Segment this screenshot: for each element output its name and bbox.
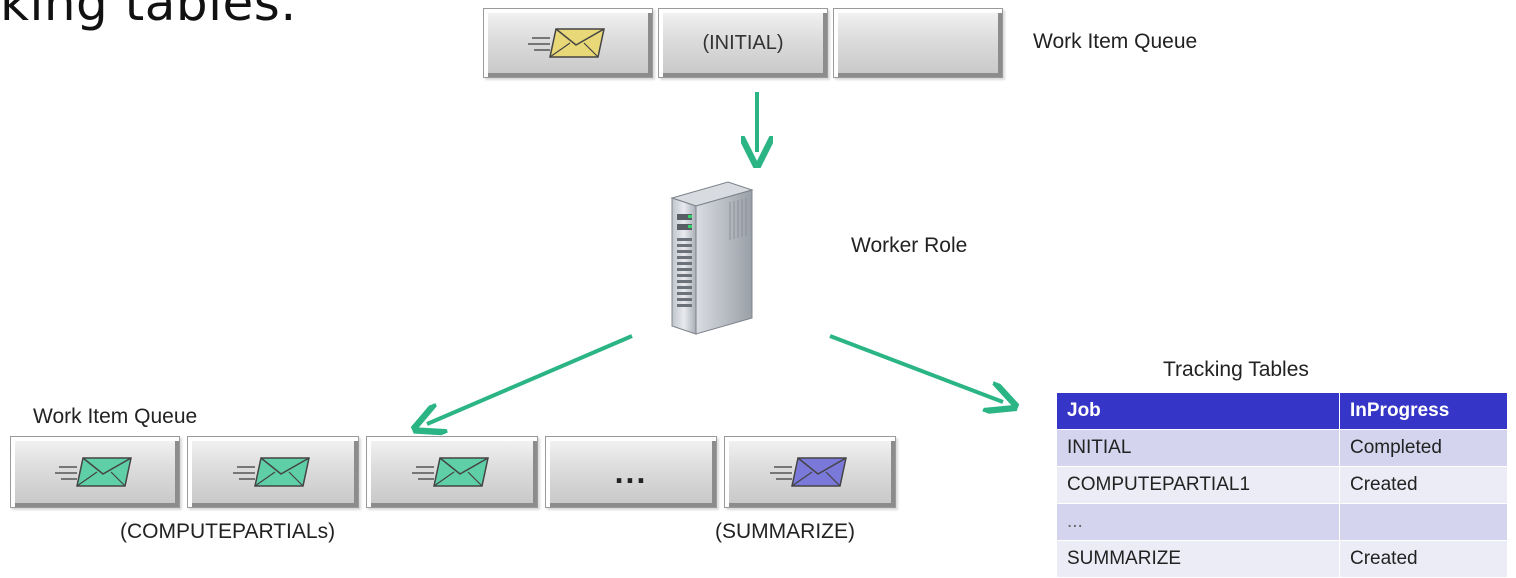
job-cell: COMPUTEPARTIAL1 [1056,466,1340,504]
caption-computepartials: (COMPUTEPARTIALs) [120,520,336,543]
envelope-green-icon [233,457,310,487]
ellipsis-text: ... [614,453,648,490]
job-cell: SUMMARIZE [1056,540,1340,578]
arrow-worker-to-tables [829,334,1003,402]
worker-role-label: Worker Role [851,234,968,257]
status-cell [1339,503,1508,541]
queue-cell-computepartial [187,436,359,508]
tracking-tables-caption: Tracking Tables [1163,358,1309,381]
table-row: COMPUTEPARTIAL1 Created [1056,466,1508,504]
queue-cell-computepartial [366,436,538,508]
queue-cell-ellipsis: ... [545,436,717,508]
job-cell: ... [1056,503,1340,541]
envelope-purple-icon [770,457,847,487]
envelope-green-icon [412,457,489,487]
queue-cell-initial: (INITIAL) [658,8,828,78]
table-header-row: Job InProgress [1056,392,1508,430]
queue-cell-computepartial [10,436,180,508]
status-cell: Created [1339,540,1508,578]
bottom-queue-label: Work Item Queue [33,405,198,428]
status-cell: Completed [1339,429,1508,467]
status-cell: Created [1339,466,1508,504]
tracking-table: Job InProgress INITIAL Completed COMPUTE… [1056,392,1508,578]
envelope-green-icon [55,457,132,487]
slide-title: king tables. [0,0,297,32]
server-tower-icon [670,181,754,335]
arrow-worker-to-queue [427,334,633,424]
caption-summarize: (SUMMARIZE) [715,520,855,543]
table-row: ... [1056,503,1508,541]
queue-cell-summarize [724,436,896,508]
envelope-yellow-icon [528,28,605,58]
column-header-job: Job [1056,392,1340,430]
table-row: INITIAL Completed [1056,429,1508,467]
top-queue-label: Work Item Queue [1033,30,1198,53]
job-cell: INITIAL [1056,429,1340,467]
queue-cell-empty [833,8,1003,78]
column-header-inprogress: InProgress [1339,392,1508,430]
queue-cell-message [483,8,653,78]
table-row: SUMMARIZE Created [1056,540,1508,578]
